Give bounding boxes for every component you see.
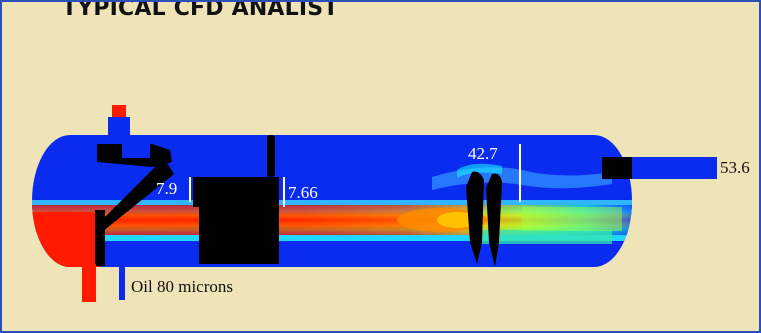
label-outlet: 53.6 [720,158,750,177]
top-plate [267,135,275,177]
label-mid-top: 42.7 [468,144,498,163]
oil-region-left [32,212,100,267]
bottom-outlet-blue [119,264,125,300]
slide-title: TYPICAL CFD ANALIST [62,0,339,21]
label-right-gap: 7.66 [288,183,318,202]
baffle-block [199,177,279,264]
inlet-pipe-cap [112,105,126,117]
bottom-outlet-red [82,264,96,302]
legend-text: Oil 80 microns [131,277,233,296]
label-left-gap: 7.9 [156,179,178,198]
separator-vane-left [466,171,484,264]
separator-vane-right [486,173,502,267]
inlet-pipe [108,117,130,145]
